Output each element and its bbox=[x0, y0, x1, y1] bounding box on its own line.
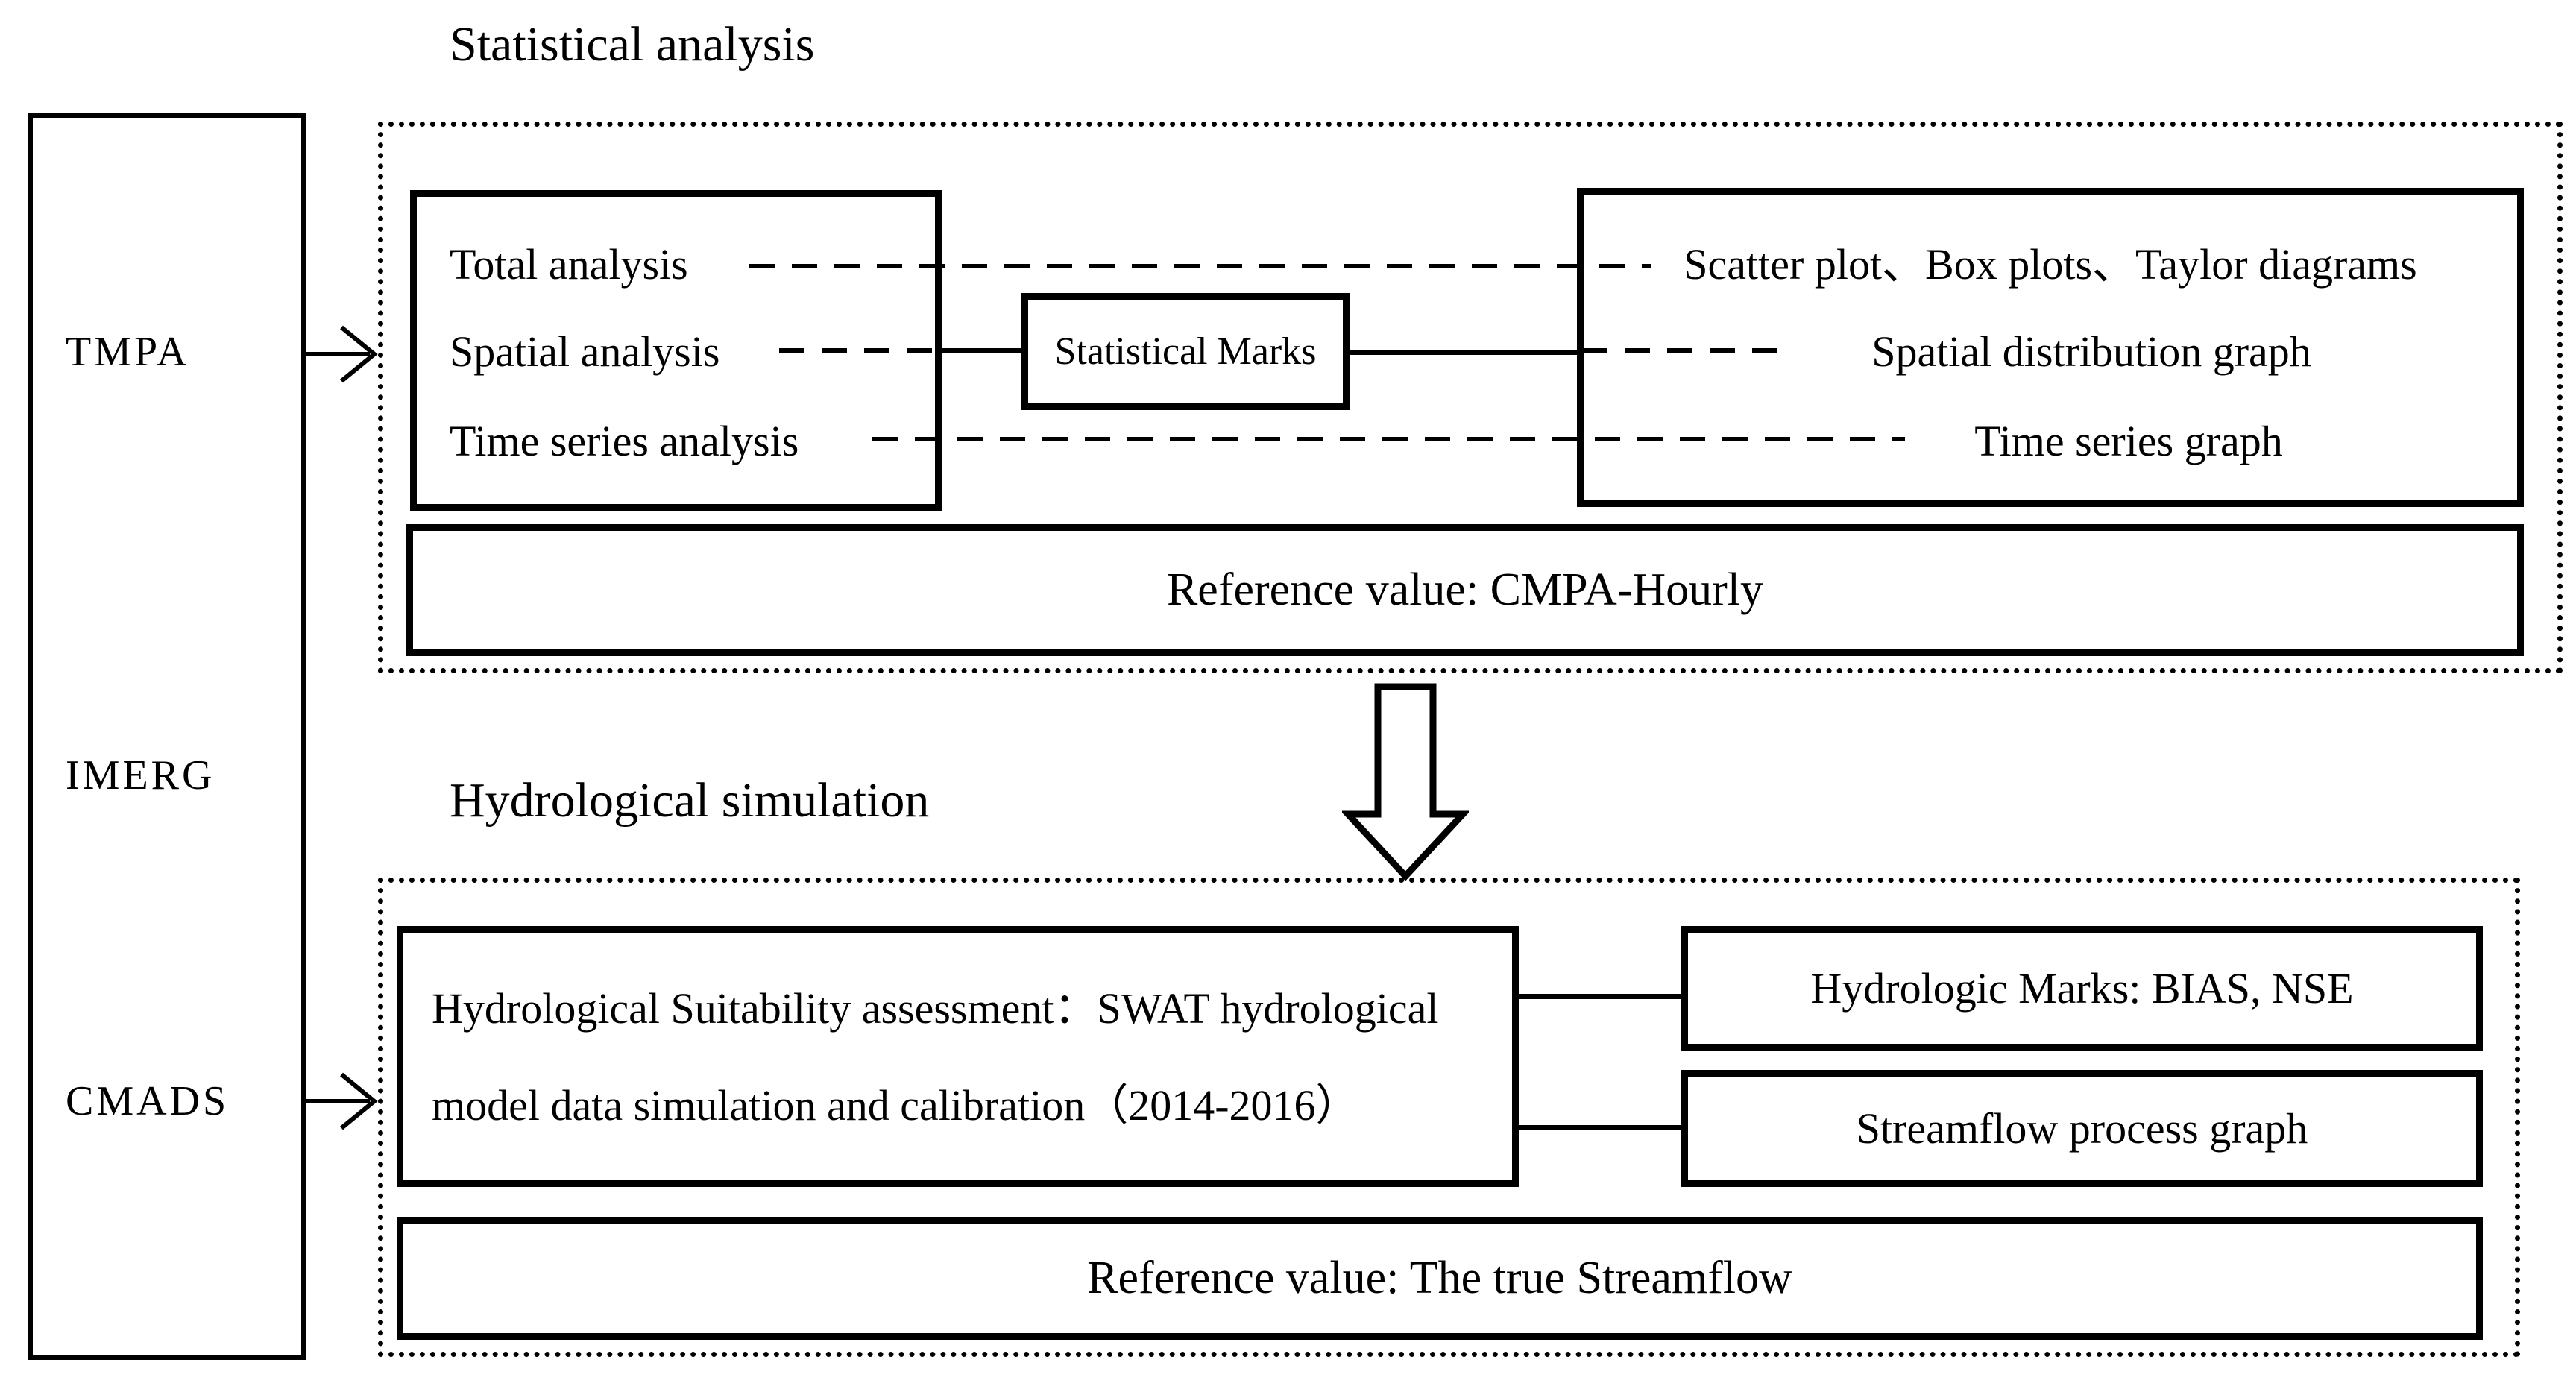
dashed-connector-total bbox=[749, 264, 1651, 268]
output-scatter-box-taylor: Scatter plot、Box plots、Taylor diagrams bbox=[1684, 240, 2417, 289]
method-total-analysis: Total analysis bbox=[450, 240, 688, 289]
hydrologic-marks-box: Hydrologic Marks: BIAS, NSE bbox=[1681, 926, 2483, 1051]
assessment-text-line1: Hydrological Suitability assessment：SWAT… bbox=[432, 984, 1439, 1033]
solid-connector-to-hydrologic-marks bbox=[1514, 994, 1687, 999]
right-arrow-icon bbox=[303, 1070, 381, 1133]
data-sources-panel bbox=[28, 113, 306, 1360]
hydrological-simulation-container bbox=[378, 878, 2520, 1357]
solid-connector-methods-to-marks bbox=[936, 348, 1026, 353]
source-label-imerg: IMERG bbox=[66, 752, 215, 799]
statistical-outputs-box bbox=[1577, 188, 2524, 507]
dashed-connector-time-series bbox=[872, 437, 1905, 441]
hydrological-assessment-box: Hydrological Suitability assessment：SWAT… bbox=[397, 926, 1519, 1187]
right-arrow-icon bbox=[303, 323, 381, 385]
output-spatial-distribution: Spatial distribution graph bbox=[1871, 327, 2311, 376]
statistical-marks-box: Statistical Marks bbox=[1021, 293, 1350, 410]
source-label-cmads: CMADS bbox=[66, 1078, 230, 1124]
dashed-connector-spatial-left bbox=[779, 348, 939, 353]
down-arrow-icon bbox=[1342, 683, 1469, 881]
statistical-section-title: Statistical analysis bbox=[450, 17, 815, 72]
hydrological-section-title: Hydrological simulation bbox=[450, 773, 930, 828]
method-time-series-analysis: Time series analysis bbox=[450, 417, 799, 465]
solid-connector-to-streamflow bbox=[1514, 1125, 1687, 1130]
solid-connector-marks-to-outputs bbox=[1345, 350, 1581, 355]
assessment-text-line2: model data simulation and calibration（20… bbox=[432, 1081, 1359, 1130]
source-label-tmpa: TMPA bbox=[66, 329, 190, 375]
method-spatial-analysis: Spatial analysis bbox=[450, 327, 720, 376]
statistical-analysis-container bbox=[378, 122, 2563, 673]
statistical-reference-bar: Reference value: CMPA-Hourly bbox=[406, 524, 2524, 656]
dashed-connector-spatial-right bbox=[1582, 348, 1780, 353]
hydrological-reference-bar: Reference value: The true Streamflow bbox=[397, 1217, 2483, 1340]
output-time-series-graph: Time series graph bbox=[1974, 417, 2283, 465]
streamflow-graph-box: Streamflow process graph bbox=[1681, 1070, 2483, 1187]
